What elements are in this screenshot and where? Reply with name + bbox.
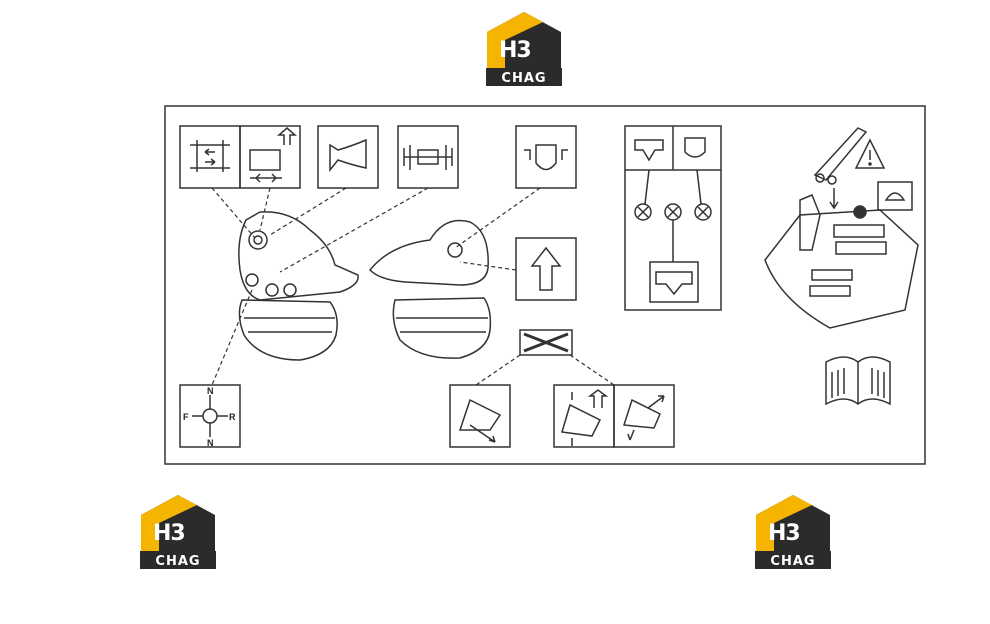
cross-icon: [519, 329, 573, 356]
arrow-up-icon: [515, 237, 577, 301]
right-joystick-illustration: [368, 219, 492, 359]
horn-icon: [317, 125, 379, 189]
left-joystick-illustration: [238, 211, 359, 361]
fnr-reverse-label: R: [229, 412, 236, 422]
leader-lines: [211, 187, 615, 386]
logo-bottom-text: CHAG: [770, 554, 816, 569]
logo-bottom-right: H3 CHAG: [752, 493, 834, 571]
boom-arm-illustration: [813, 127, 868, 185]
boom-lower-icon: [613, 384, 675, 448]
boom-tilt-icon: [449, 384, 511, 448]
logo-bottom-text: CHAG: [155, 554, 201, 569]
logo-bottom-left: H3 CHAG: [137, 493, 219, 571]
logo-bottom-text: CHAG: [501, 71, 547, 86]
boom-up-icon: [553, 384, 615, 448]
logo-top-text: H3: [499, 38, 532, 63]
transmission-panel-icon: [624, 125, 722, 311]
fnr-neutral-bottom-label: N: [207, 438, 214, 448]
axle-float-icon: [397, 125, 459, 189]
logo-graphic: [140, 495, 216, 569]
logo-top-text: H3: [768, 521, 801, 546]
fnr-forward-label: F: [183, 412, 189, 422]
logo-graphic: [755, 495, 831, 569]
seat-button-icon: [877, 181, 913, 211]
frame-lock-icon: [239, 125, 301, 189]
manual-book-icon: [825, 356, 891, 406]
logo-top: H3 CHAG: [483, 10, 565, 88]
cab-console-illustration: [764, 194, 919, 329]
logo-top-text: H3: [153, 521, 186, 546]
hydraulic-valve-icon: [515, 125, 577, 189]
warning-icon: [854, 138, 886, 169]
fnr-neutral-top-label: N: [207, 386, 214, 396]
arrow-down-icon: [829, 188, 839, 210]
axle-lock-icon: [179, 125, 241, 189]
diagram-frame: [164, 105, 926, 465]
logo-graphic: [486, 12, 562, 86]
fnr-icon: [179, 384, 241, 448]
